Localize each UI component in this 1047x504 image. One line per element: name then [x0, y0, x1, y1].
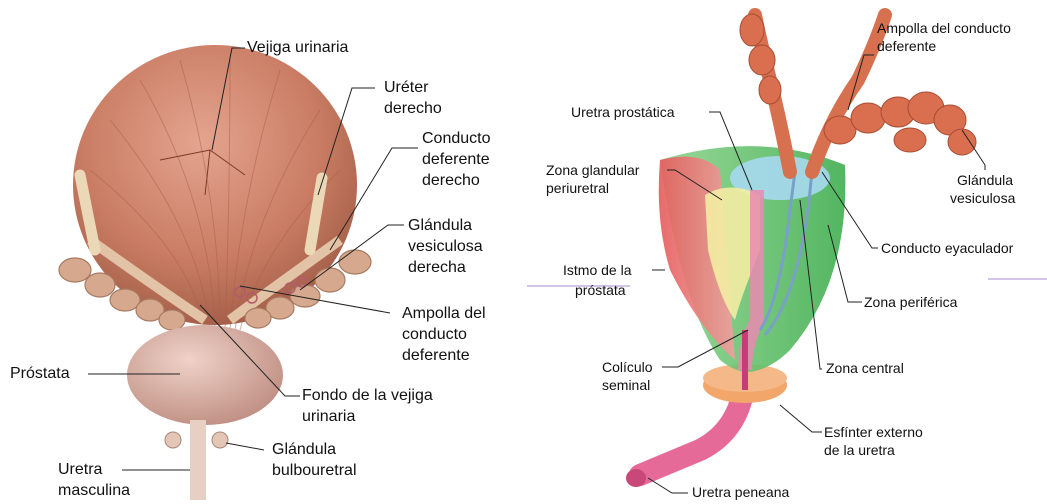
label-r-ampolla-1: Ampolla del conducto: [877, 20, 1011, 37]
label-conducto-2: deferente: [422, 150, 490, 170]
label-r-esfinter-1: Esfínter externo: [824, 424, 923, 441]
label-fondo-1: Fondo de la vejiga: [302, 386, 433, 406]
ampulla-coils-right-fig: [740, 14, 781, 104]
label-r-zona-gland-1: Zona glandular: [546, 162, 639, 179]
label-r-coliculo-2: seminal: [602, 377, 650, 394]
label-ampolla-1: Ampolla del: [402, 304, 486, 324]
label-bulbo-1: Glándula: [272, 440, 336, 460]
label-r-uretra-prost: Uretra prostática: [571, 104, 674, 121]
label-uretra-2: masculina: [58, 481, 130, 501]
label-ampolla-3: deferente: [402, 346, 470, 366]
ductus-right: [812, 15, 885, 172]
label-r-esfinter-2: de la uretra: [824, 442, 895, 459]
label-glandula-1: Glándula: [408, 216, 472, 236]
bladder-shape: [73, 45, 357, 325]
label-glandula-2: vesiculosa: [408, 237, 483, 257]
bulbourethral-right: [212, 432, 228, 448]
label-ampolla-2: conducto: [402, 325, 467, 345]
label-r-uretra-pen: Uretra peneana: [692, 484, 789, 501]
label-r-zona-central: Zona central: [826, 360, 904, 377]
label-r-glandula-2: vesiculosa: [950, 190, 1015, 207]
label-r-zona-gland-2: periuretral: [546, 180, 609, 197]
label-r-ampolla-2: deferente: [877, 38, 936, 55]
label-fondo-2: urinaria: [302, 407, 355, 427]
label-vejiga: Vejiga urinaria: [247, 38, 348, 58]
label-glandula-3: derecha: [408, 258, 466, 278]
label-r-istmo-1: Istmo de la: [563, 262, 631, 279]
label-r-coliculo-1: Colículo: [602, 359, 653, 376]
label-r-glandula-1: Glándula: [957, 172, 1013, 189]
label-conducto-3: derecho: [422, 171, 480, 191]
prostate-shape: [127, 325, 283, 425]
label-r-istmo-2: próstata: [575, 282, 626, 299]
label-ureter-2: derecho: [384, 99, 442, 119]
label-r-eyaculador: Conducto eyaculador: [881, 240, 1013, 257]
label-r-zona-perif: Zona periférica: [864, 294, 957, 311]
bulbourethral-left: [165, 432, 181, 448]
label-conducto-1: Conducto: [422, 129, 491, 149]
label-ureter-1: Uréter: [384, 78, 428, 98]
label-prostata: Próstata: [10, 364, 70, 384]
label-uretra-1: Uretra: [58, 460, 102, 480]
label-bulbo-2: bulbouretral: [272, 461, 357, 481]
